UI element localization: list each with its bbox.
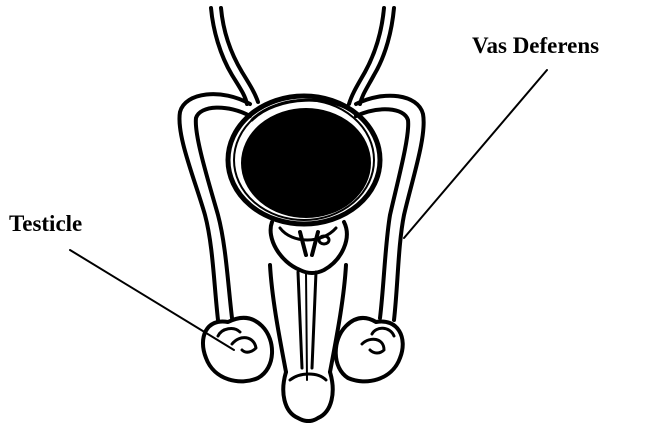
vas-deferens-label: Vas Deferens [472,34,599,57]
right-testicle [336,318,403,381]
vas-deferens-leader-line [404,70,547,238]
left-testicle [203,318,272,381]
penis [270,265,346,421]
left-ureter [211,8,258,104]
testicle-leader-line [70,250,234,350]
right-ureter [349,8,394,104]
prostate [271,222,347,273]
testicle-label: Testicle [9,212,82,235]
right-vas-deferens [356,96,424,320]
